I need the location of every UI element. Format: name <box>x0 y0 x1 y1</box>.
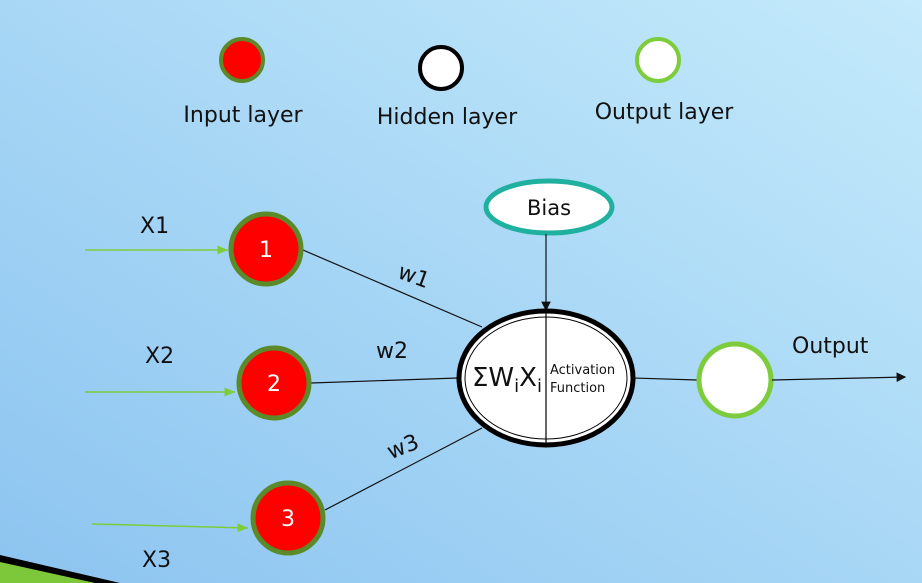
legend-hidden-label: Hidden layer <box>377 105 518 130</box>
node-label: 2 <box>267 372 281 397</box>
legend-input-label: Input layer <box>183 103 303 128</box>
input-label-x1: X1 <box>140 214 169 239</box>
legend-output-label: Output layer <box>595 100 735 125</box>
weight-line-3 <box>324 427 483 511</box>
hidden-neuron: ΣWiXi Activation Function <box>456 308 636 448</box>
weight-label-w2: w2 <box>376 339 408 364</box>
neuron-to-output-line <box>632 377 698 381</box>
bias-label: Bias <box>527 196 571 220</box>
bias-node <box>483 178 615 236</box>
activation-label-line2: Function <box>550 381 605 396</box>
output-label: Output <box>792 334 869 359</box>
output-node <box>696 341 774 419</box>
input-arrow-x3 <box>91 523 249 533</box>
weighted-sum-formula: ΣWiXi <box>472 363 542 397</box>
corner-stripe <box>0 555 120 583</box>
input-node-2: 2 <box>236 345 312 421</box>
legend-hidden-icon <box>418 45 464 91</box>
input-label-x2: X2 <box>145 344 174 369</box>
weight-line-1 <box>302 249 483 328</box>
node-label: 1 <box>259 238 273 263</box>
activation-label-line1: Activation <box>550 363 615 378</box>
weight-line-2 <box>310 377 459 384</box>
legend-output-icon <box>635 37 681 83</box>
input-node-1: 1 <box>228 211 304 287</box>
input-node-3: 3 <box>250 480 326 556</box>
legend-input-icon <box>219 37 265 83</box>
node-label: 3 <box>281 507 295 532</box>
legend: Input layer Hidden layer Output layer <box>183 37 735 130</box>
input-label-x3: X3 <box>142 548 171 573</box>
output-arrow <box>771 372 907 382</box>
